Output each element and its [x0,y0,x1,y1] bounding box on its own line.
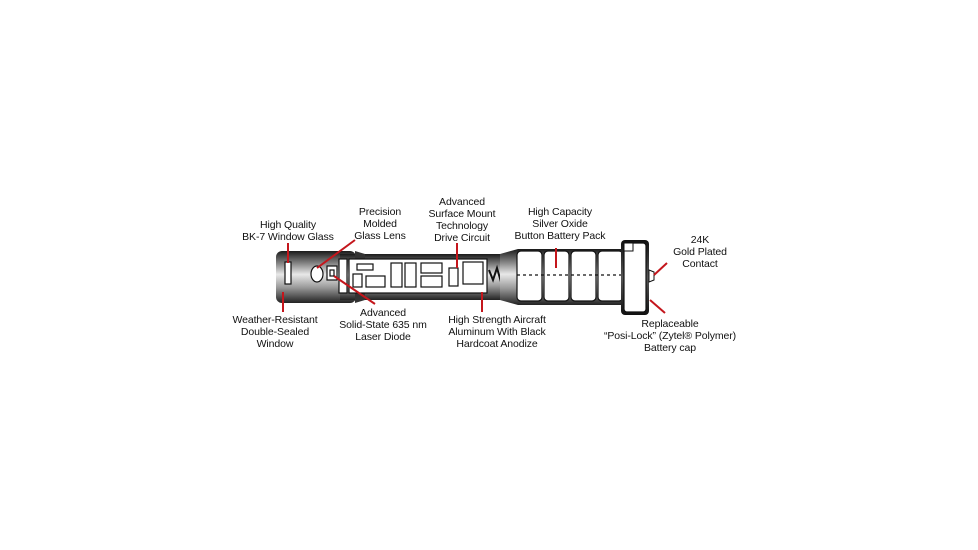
label-laser-diode: Advanced Solid-State 635 nm Laser Diode [339,307,427,343]
window-glass-element [284,261,292,285]
drive-circuit-element [348,258,488,294]
leader-lines [282,239,668,314]
label-battery-cap: Replaceable “Posi-Lock” (Zytel® Polymer)… [603,318,737,354]
label-aluminum-body: High Strength Aircraft Aluminum With Bla… [448,314,546,350]
laser-diode-element [326,258,348,294]
label-window-glass: High Quality BK-7 Window Glass [242,219,334,243]
label-battery-pack: High Capacity Silver Oxide Button Batter… [514,206,606,242]
label-glass-lens: Precision Molded Glass Lens [354,206,406,242]
glass-lens-element [310,265,324,283]
label-gold-contact: 24K Gold Plated Contact [673,234,727,270]
label-sealed-window: Weather-Resistant Double-Sealed Window [232,314,318,350]
gold-contact-element [648,269,655,283]
label-drive-circuit: Advanced Surface Mount Technology Drive … [428,196,496,244]
battery-cap-element [621,240,649,315]
battery-cells [516,250,624,302]
